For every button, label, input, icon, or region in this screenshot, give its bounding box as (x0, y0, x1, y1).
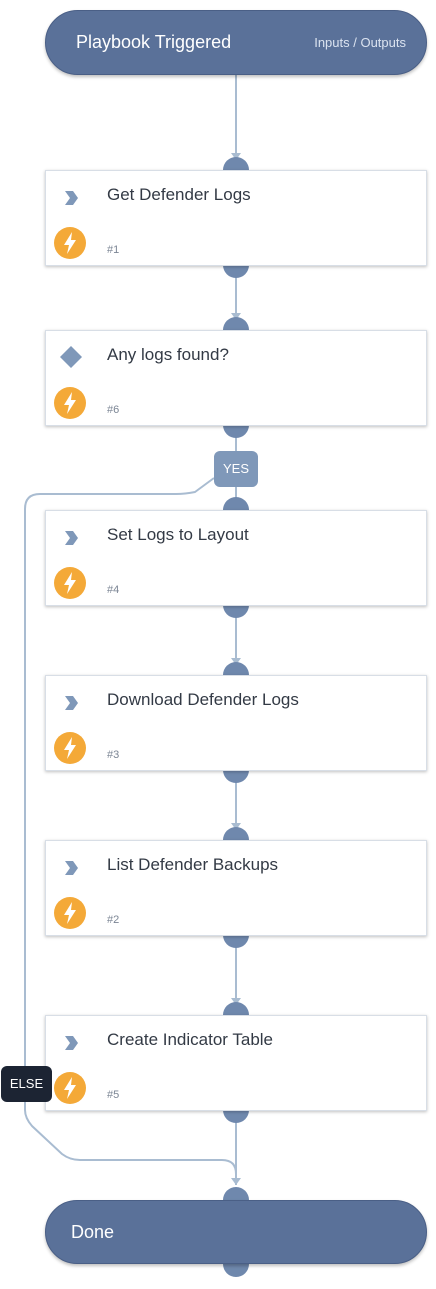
arrow-into-2 (231, 823, 241, 830)
task-card[interactable]: Set Logs to Layout #4 (45, 510, 427, 606)
port-out-done (223, 1264, 249, 1277)
task-name: Create Indicator Table (107, 1030, 274, 1049)
connector-else-path (24, 477, 237, 1185)
arrow-into-done (231, 1178, 241, 1185)
lightning-icon (54, 1072, 86, 1104)
port-in-2 (223, 827, 249, 840)
port-in-done (223, 1187, 249, 1200)
port-out-2 (223, 935, 249, 948)
chevron-right-icon (65, 696, 78, 710)
port-in-6 (223, 317, 249, 330)
task-name: Download Defender Logs (107, 690, 299, 709)
task-id: #4 (107, 584, 120, 596)
port-in-5 (223, 1002, 249, 1015)
done-node[interactable]: Done (45, 1200, 427, 1264)
lightning-icon (54, 227, 86, 259)
task-id: #2 (107, 914, 120, 926)
task-name: Get Defender Logs (107, 185, 251, 204)
port-out-1 (223, 265, 249, 278)
arrow-into-6 (231, 313, 241, 320)
task-card[interactable]: Download Defender Logs #3 (45, 675, 427, 771)
chevron-right-icon (65, 191, 78, 205)
inputs-outputs-link[interactable]: Inputs / Outputs (314, 35, 406, 50)
arrow-into-5 (231, 998, 241, 1005)
playbook-triggered-node[interactable]: Playbook Triggered Inputs / Outputs (45, 10, 427, 75)
task-card[interactable]: List Defender Backups #2 (45, 840, 427, 936)
lightning-icon (54, 732, 86, 764)
task-id: #1 (107, 244, 120, 256)
task-card[interactable]: Any logs found? #6 (45, 330, 427, 426)
port-in-3 (223, 662, 249, 675)
lightning-icon (54, 567, 86, 599)
port-out-6 (223, 425, 249, 438)
arrow-into-3 (231, 658, 241, 665)
task-card[interactable]: Create Indicator Table #5 (45, 1015, 427, 1111)
chevron-right-icon (65, 861, 78, 875)
task-id: #3 (107, 749, 120, 761)
task-card[interactable]: Get Defender Logs #1 (45, 170, 427, 266)
task-id: #6 (107, 404, 120, 416)
diamond-icon (60, 346, 82, 368)
port-out-3 (223, 770, 249, 783)
lightning-icon (54, 897, 86, 929)
lightning-icon (54, 387, 86, 419)
port-out-4 (223, 605, 249, 618)
task-name: Any logs found? (107, 345, 229, 364)
task-name: List Defender Backups (107, 855, 279, 874)
port-out-5 (223, 1110, 249, 1123)
yes-branch-label[interactable]: YES (214, 451, 258, 487)
end-node-title: Done (71, 1222, 115, 1242)
chevron-right-icon (65, 531, 78, 545)
port-in-4 (223, 497, 249, 510)
chevron-right-icon (65, 1036, 78, 1050)
else-branch-label[interactable]: ELSE (1, 1066, 52, 1102)
start-node-title: Playbook Triggered (76, 32, 232, 52)
port-in-1 (223, 157, 249, 170)
arrow-into-1 (231, 153, 241, 160)
task-name: Set Logs to Layout (107, 525, 249, 544)
task-id: #5 (107, 1089, 120, 1101)
